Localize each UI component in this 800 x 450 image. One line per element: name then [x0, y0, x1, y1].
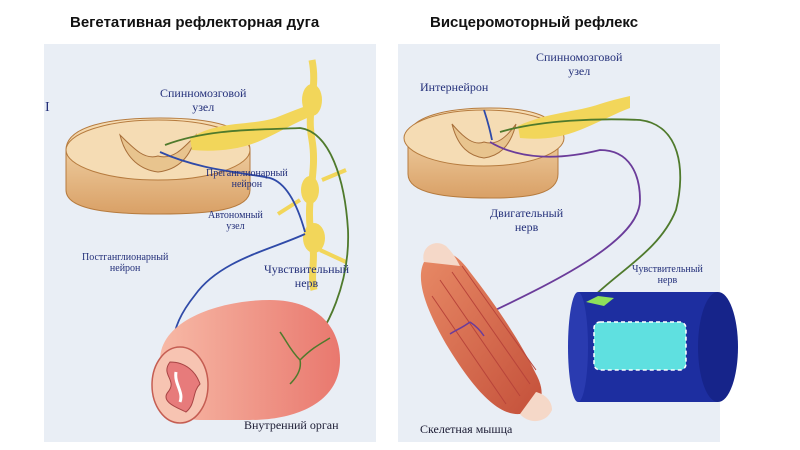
spinal-ganglion-left — [190, 104, 312, 151]
label-spinal-ganglion-left: Спинномозговой узел — [160, 86, 247, 114]
motor-nerve-path — [469, 141, 641, 323]
sensory-nerve-right-path — [499, 118, 682, 301]
label-sensory-nerve-left: Чувствительный нерв — [264, 262, 349, 290]
label-internal-organ: Внутренний орган — [244, 418, 339, 432]
skeletal-muscle — [420, 243, 552, 422]
label-interneuron: Интернейрон — [420, 80, 489, 94]
organ-tube — [568, 292, 738, 402]
spinal-ganglion-right — [518, 96, 630, 139]
preganglionic-neuron-path — [159, 151, 306, 233]
sympathetic-trunk — [276, 59, 347, 291]
label-preganglionic-neuron: Преганглионарный нейрон — [206, 168, 288, 190]
interneuron-path — [483, 109, 493, 141]
title-vegetative-reflex-arc: Вегетативная рефлекторная дуга — [70, 14, 320, 31]
internal-organ — [151, 300, 340, 424]
label-postganglionic-neuron: Постганглионарный нейрон — [82, 252, 169, 274]
marker-label: I — [45, 100, 50, 115]
label-motor-nerve: Двигательный нерв — [490, 206, 564, 234]
label-autonomic-node: Автономный узел — [208, 210, 263, 232]
label-spinal-ganglion-right: Спинномозговой узел — [536, 50, 623, 78]
label-sensory-nerve-right: Чувствительный нерв — [632, 264, 703, 286]
label-skeletal-muscle: Скелетная мышца — [420, 422, 513, 436]
sensory-nerve-left-path — [164, 127, 349, 361]
title-visceromotor-reflex: Висцеромоторный рефлекс — [430, 14, 639, 31]
